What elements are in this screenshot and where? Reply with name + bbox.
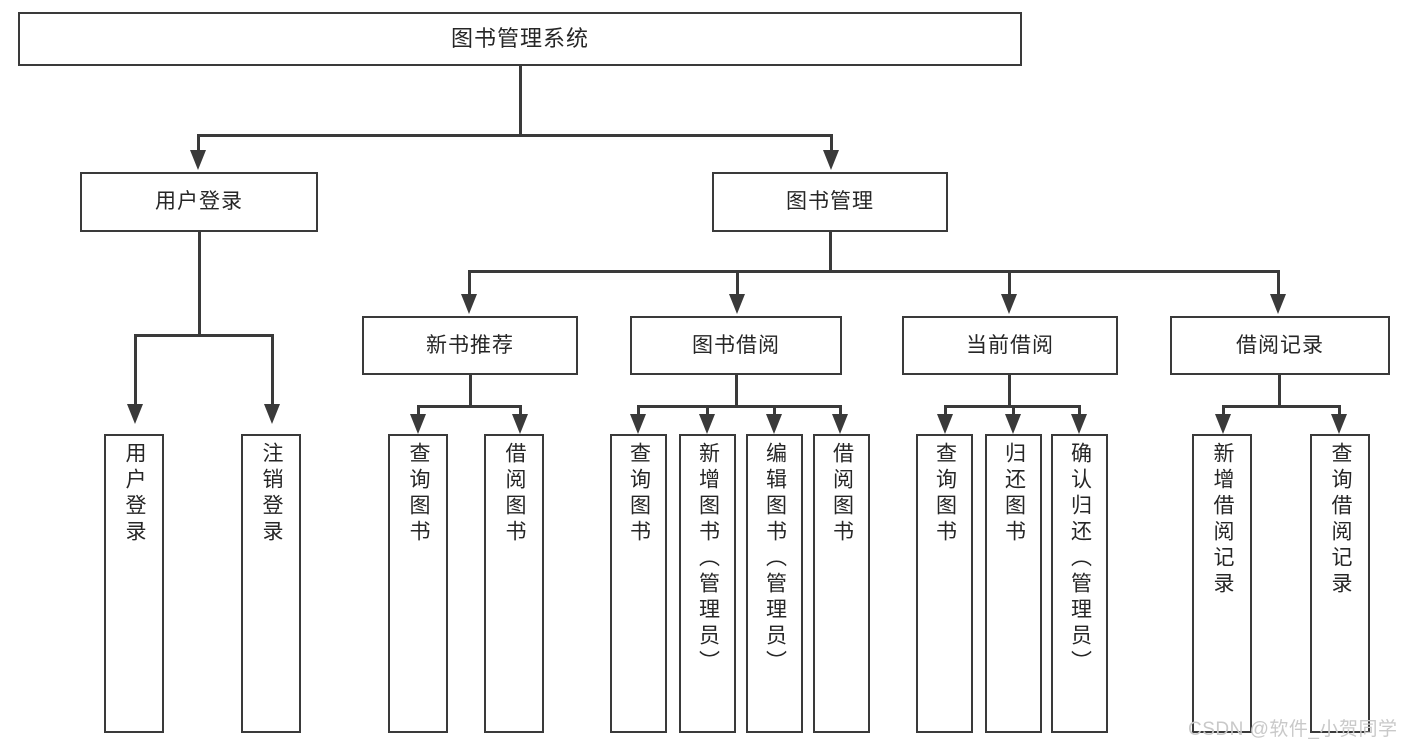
arrow-to-current-borrow bbox=[1001, 294, 1017, 314]
arrow-bb-leaf-2 bbox=[699, 414, 715, 434]
leaf-label: 查询图书 bbox=[627, 442, 651, 546]
node-root-system[interactable]: 图书管理系统 bbox=[18, 12, 1022, 66]
arrow-nbr-leaf-1 bbox=[410, 414, 426, 434]
leaf-label: 注销登录 bbox=[260, 442, 284, 546]
connector-root-drop-left bbox=[197, 134, 200, 154]
connector-book-borrow-bus bbox=[637, 405, 842, 408]
connector-current-borrow-drop-1 bbox=[944, 405, 947, 417]
connector-user-login-bus bbox=[134, 334, 273, 337]
leaf-return-books[interactable]: 归还图书 bbox=[985, 434, 1042, 733]
node-borrow-record[interactable]: 借阅记录 bbox=[1170, 316, 1390, 375]
connector-borrow-record-drop-2 bbox=[1338, 405, 1341, 417]
connector-user-login-stem bbox=[198, 232, 201, 336]
arrow-to-book-borrow bbox=[729, 294, 745, 314]
connector-new-book-rec-drop-2 bbox=[519, 405, 522, 417]
leaf-query-books-bb[interactable]: 查询图书 bbox=[610, 434, 667, 733]
connector-book-borrow-drop-2 bbox=[706, 405, 709, 417]
leaf-user-login[interactable]: 用户登录 bbox=[104, 434, 164, 733]
connector-book-borrow-drop-4 bbox=[839, 405, 842, 417]
connector-root-stem bbox=[519, 66, 522, 136]
leaf-logout[interactable]: 注销登录 bbox=[241, 434, 301, 733]
connector-user-login-drop-1 bbox=[134, 334, 137, 406]
arrow-br-leaf-2 bbox=[1331, 414, 1347, 434]
arrow-to-leaf-user-login bbox=[127, 404, 143, 424]
leaf-label: 查询图书 bbox=[933, 442, 957, 546]
arrow-to-new-book-rec bbox=[461, 294, 477, 314]
arrow-to-borrow-record bbox=[1270, 294, 1286, 314]
leaf-label: 借阅图书 bbox=[830, 442, 854, 546]
connector-root-bus bbox=[197, 134, 833, 137]
leaf-label: 确认归还（管理员） bbox=[1068, 442, 1092, 676]
connector-book-manage-drop-4 bbox=[1277, 270, 1280, 296]
arrow-cb-leaf-2 bbox=[1005, 414, 1021, 434]
connector-book-manage-drop-1 bbox=[468, 270, 471, 296]
leaf-confirm-return-admin[interactable]: 确认归还（管理员） bbox=[1051, 434, 1108, 733]
connector-new-book-rec-bus bbox=[417, 405, 522, 408]
connector-book-borrow-drop-3 bbox=[773, 405, 776, 417]
connector-root-drop-right bbox=[830, 134, 833, 154]
connector-user-login-drop-2 bbox=[271, 334, 274, 406]
connector-new-book-rec-drop-1 bbox=[417, 405, 420, 417]
leaf-label: 归还图书 bbox=[1002, 442, 1026, 546]
node-new-book-recommend[interactable]: 新书推荐 bbox=[362, 316, 578, 375]
connector-current-borrow-drop-2 bbox=[1012, 405, 1015, 417]
arrow-nbr-leaf-2 bbox=[512, 414, 528, 434]
node-book-borrow[interactable]: 图书借阅 bbox=[630, 316, 842, 375]
connector-book-manage-drop-3 bbox=[1008, 270, 1011, 296]
leaf-add-borrow-record[interactable]: 新增借阅记录 bbox=[1192, 434, 1252, 733]
leaf-label: 借阅图书 bbox=[503, 442, 527, 546]
connector-current-borrow-stem bbox=[1008, 375, 1011, 407]
connector-book-manage-bus bbox=[468, 270, 1280, 273]
node-user-login[interactable]: 用户登录 bbox=[80, 172, 318, 232]
arrow-br-leaf-1 bbox=[1215, 414, 1231, 434]
csdn-watermark: CSDN @软件_小贺同学 bbox=[1188, 719, 1398, 740]
leaf-label: 用户登录 bbox=[123, 442, 147, 546]
arrow-cb-leaf-3 bbox=[1071, 414, 1087, 434]
arrow-cb-leaf-1 bbox=[937, 414, 953, 434]
leaf-borrow-books-nbr[interactable]: 借阅图书 bbox=[484, 434, 544, 733]
arrow-to-leaf-logout bbox=[264, 404, 280, 424]
leaf-label: 新增借阅记录 bbox=[1211, 442, 1235, 598]
leaf-edit-book-admin[interactable]: 编辑图书（管理员） bbox=[746, 434, 803, 733]
leaf-label: 新增图书（管理员） bbox=[696, 442, 720, 676]
connector-book-borrow-stem bbox=[735, 375, 738, 407]
connector-borrow-record-bus bbox=[1222, 405, 1341, 408]
node-current-borrow[interactable]: 当前借阅 bbox=[902, 316, 1118, 375]
connector-current-borrow-drop-3 bbox=[1078, 405, 1081, 417]
arrow-to-book-manage bbox=[823, 150, 839, 170]
connector-new-book-rec-stem bbox=[469, 375, 472, 407]
leaf-add-book-admin[interactable]: 新增图书（管理员） bbox=[679, 434, 736, 733]
leaf-label: 查询借阅记录 bbox=[1329, 442, 1353, 598]
arrow-to-user-login bbox=[190, 150, 206, 170]
leaf-query-books-cb[interactable]: 查询图书 bbox=[916, 434, 973, 733]
leaf-query-borrow-record[interactable]: 查询借阅记录 bbox=[1310, 434, 1370, 733]
leaf-query-books-nbr[interactable]: 查询图书 bbox=[388, 434, 448, 733]
arrow-bb-leaf-3 bbox=[766, 414, 782, 434]
connector-borrow-record-stem bbox=[1278, 375, 1281, 407]
connector-borrow-record-drop-1 bbox=[1222, 405, 1225, 417]
node-book-management[interactable]: 图书管理 bbox=[712, 172, 948, 232]
connector-book-manage-drop-2 bbox=[736, 270, 739, 296]
arrow-bb-leaf-4 bbox=[832, 414, 848, 434]
connector-book-borrow-drop-1 bbox=[637, 405, 640, 417]
leaf-borrow-books-bb[interactable]: 借阅图书 bbox=[813, 434, 870, 733]
leaf-label: 查询图书 bbox=[407, 442, 431, 546]
arrow-bb-leaf-1 bbox=[630, 414, 646, 434]
connector-book-manage-stem bbox=[829, 232, 832, 272]
leaf-label: 编辑图书（管理员） bbox=[763, 442, 787, 676]
